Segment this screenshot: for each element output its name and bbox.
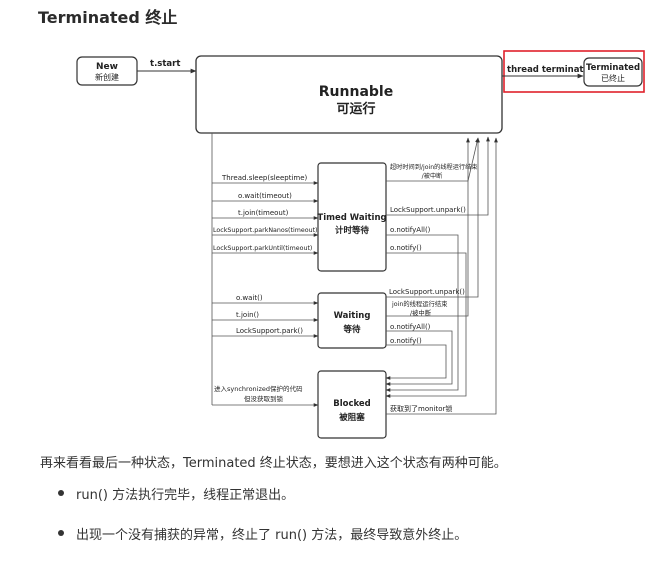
timed-out-top-1: /被中断 [422, 172, 443, 180]
state-blocked-en: Blocked [333, 399, 371, 409]
timed-in-3: LockSupport.parkNanos(timeout) [213, 227, 318, 234]
waiting-out-0: LockSupport.unpark() [389, 288, 465, 296]
bullet-item-uncaught-exception: 出现一个没有捕获的异常，终止了 run() 方法，最终导致意外终止。 [58, 524, 467, 564]
label-thread-terminated: thread terminated [507, 65, 595, 75]
state-waiting-zh: 等待 [342, 324, 361, 335]
state-timed-waiting-zh: 计时等待 [335, 225, 370, 236]
waiting-out-4: o.notify() [390, 337, 422, 345]
state-new-zh: 新创建 [95, 72, 119, 82]
timed-in-1: o.wait(timeout) [238, 192, 292, 200]
state-timed-waiting-en: Timed Waiting [317, 213, 386, 223]
blocked-out-label: 获取到了monitor锁 [390, 404, 452, 413]
blocked-out-arrow [386, 137, 498, 415]
intro-paragraph: 再来看看最后一种状态，Terminated 终止状态，要想进入这个状态有两种可能… [40, 456, 507, 471]
waiting-in-2: LockSupport.park() [236, 327, 303, 335]
thread-state-diagram: New 新创建 t.start Runnable 可运行 thread term… [76, 50, 645, 439]
state-runnable-box [195, 55, 503, 134]
timed-in-arrows [212, 181, 319, 255]
terminated-highlight [503, 50, 645, 93]
label-t-start: t.start [150, 59, 180, 69]
state-terminated-zh: 已终止 [601, 73, 625, 83]
timed-out-arrows [385, 136, 490, 398]
waiting-in-arrows [212, 301, 319, 338]
timed-in-0: Thread.sleep(sleeptime) [221, 174, 308, 182]
waiting-out-1: join的线程运行结束 [391, 299, 448, 308]
timed-out-top-0: 超时时间到/join的线程运行结束 [390, 163, 477, 171]
bullet-item-run-complete: run() 方法执行完毕，线程正常退出。 [58, 484, 467, 524]
blocked-in-0: 进入synchronized保护的代码 [214, 384, 303, 393]
state-new-en: New [96, 62, 118, 72]
state-terminated-box [583, 57, 643, 87]
waiting-out-3: o.notifyAll() [390, 323, 431, 331]
waiting-in-1: t.join() [236, 311, 259, 319]
state-runnable-en: Runnable [319, 84, 393, 100]
bullet-list: run() 方法执行完毕，线程正常退出。 出现一个没有捕获的异常，终止了 run… [58, 484, 467, 564]
state-waiting-en: Waiting [334, 311, 371, 321]
timed-out-1: o.notifyAll() [390, 226, 431, 234]
waiting-out-arrows [385, 137, 480, 386]
waiting-out-2: /被中断 [410, 308, 432, 317]
timed-out-0: LockSupport.unpark() [390, 206, 466, 214]
state-terminated-en: Terminated [586, 63, 640, 73]
timed-out-2: o.notify() [390, 244, 422, 252]
timed-in-2: t.join(timeout) [238, 209, 289, 217]
section-heading: Terminated 终止 [38, 8, 178, 27]
timed-in-4: LockSupport.parkUntil(timeout) [213, 245, 312, 252]
waiting-in-0: o.wait() [236, 294, 263, 302]
state-blocked-zh: 被阻塞 [339, 412, 365, 423]
blocked-in-1: 但没获取到锁 [244, 394, 284, 403]
state-runnable-zh: 可运行 [336, 101, 375, 117]
